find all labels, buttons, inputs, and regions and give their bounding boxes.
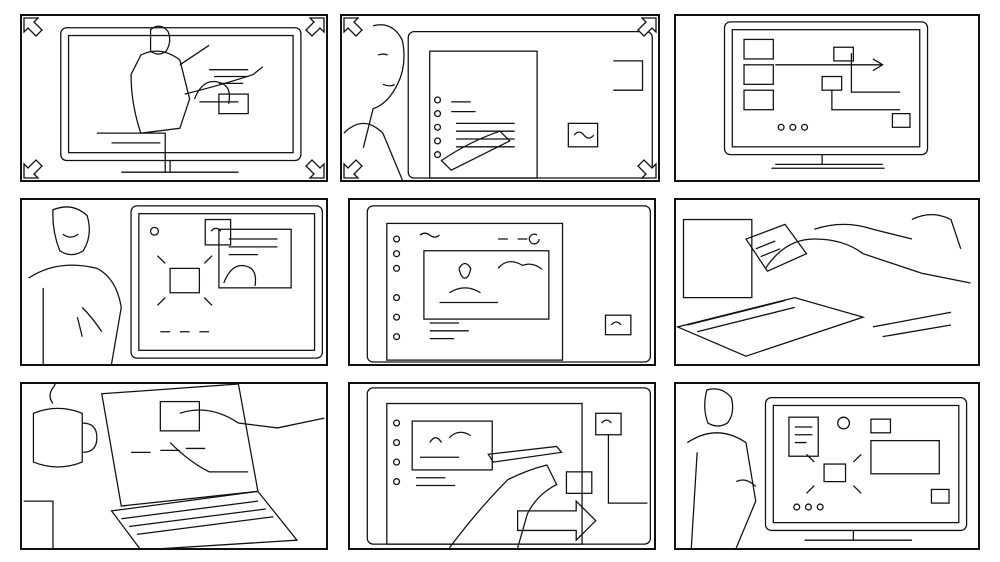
expand-arrow-icon[interactable] — [302, 16, 326, 40]
panel-2-sketch — [343, 24, 653, 180]
storyboard-panel-1[interactable] — [20, 14, 328, 182]
panel-8-sketch — [366, 387, 652, 548]
expand-arrow-icon[interactable] — [342, 156, 366, 180]
storyboard-panel-4[interactable] — [20, 198, 328, 366]
expand-arrow-icon[interactable] — [342, 16, 366, 40]
panel-3-sketch — [723, 21, 929, 169]
expand-arrow-icon[interactable] — [634, 16, 658, 40]
storyboard-panel-7[interactable] — [20, 382, 328, 550]
storyboard-panel-8[interactable] — [348, 382, 656, 550]
storyboard-panel-5[interactable] — [348, 198, 656, 366]
panel-7-sketch — [23, 384, 325, 548]
expand-arrow-icon[interactable] — [634, 156, 658, 180]
storyboard-panel-9[interactable] — [674, 382, 980, 550]
panel-1-sketch — [60, 25, 302, 173]
expand-arrow-icon[interactable] — [302, 156, 326, 180]
expand-arrow-icon[interactable] — [22, 156, 46, 180]
storyboard-panel-3[interactable] — [674, 14, 980, 182]
storyboard-panel-2[interactable] — [340, 14, 660, 182]
panel-4-sketch — [28, 205, 324, 364]
panel-9-sketch — [687, 388, 968, 548]
panel-5-sketch — [366, 205, 652, 363]
storyboard-panel-6[interactable] — [674, 198, 980, 366]
panel-6-sketch — [676, 214, 971, 357]
expand-arrow-icon[interactable] — [22, 16, 46, 40]
